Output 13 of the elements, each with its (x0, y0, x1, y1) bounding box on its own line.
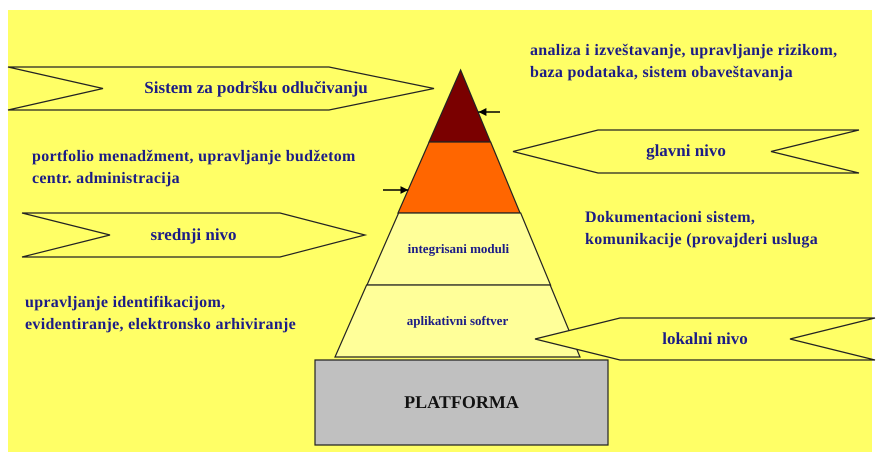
description-text: upravljanje identifikacijom, evidentiranje, elektronsko arhiviranje (25, 293, 298, 335)
level-label: aplikativni softver (406, 312, 508, 330)
description-text: analiza i izveštavanje, upravljanje rizikom, baza podataka, sistem obaveštavanja (530, 41, 838, 83)
level-label: Sistem za podršku odlučivanju (144, 77, 368, 100)
level-label: srednji nivo (150, 224, 237, 246)
level-label: integrisani moduli (408, 240, 510, 258)
level-label: glavni nivo (646, 140, 726, 162)
arrow (383, 186, 408, 194)
description-text: Dokumentacioni sistem, komunikacije (provajderi usluga (585, 208, 820, 250)
level-label: PLATFORMA (404, 390, 519, 414)
description-text: portfolio menadžment, upravljanje budžetom centr. administracija (32, 147, 357, 189)
level-label: lokalni nivo (662, 328, 748, 350)
arrow (478, 108, 500, 116)
